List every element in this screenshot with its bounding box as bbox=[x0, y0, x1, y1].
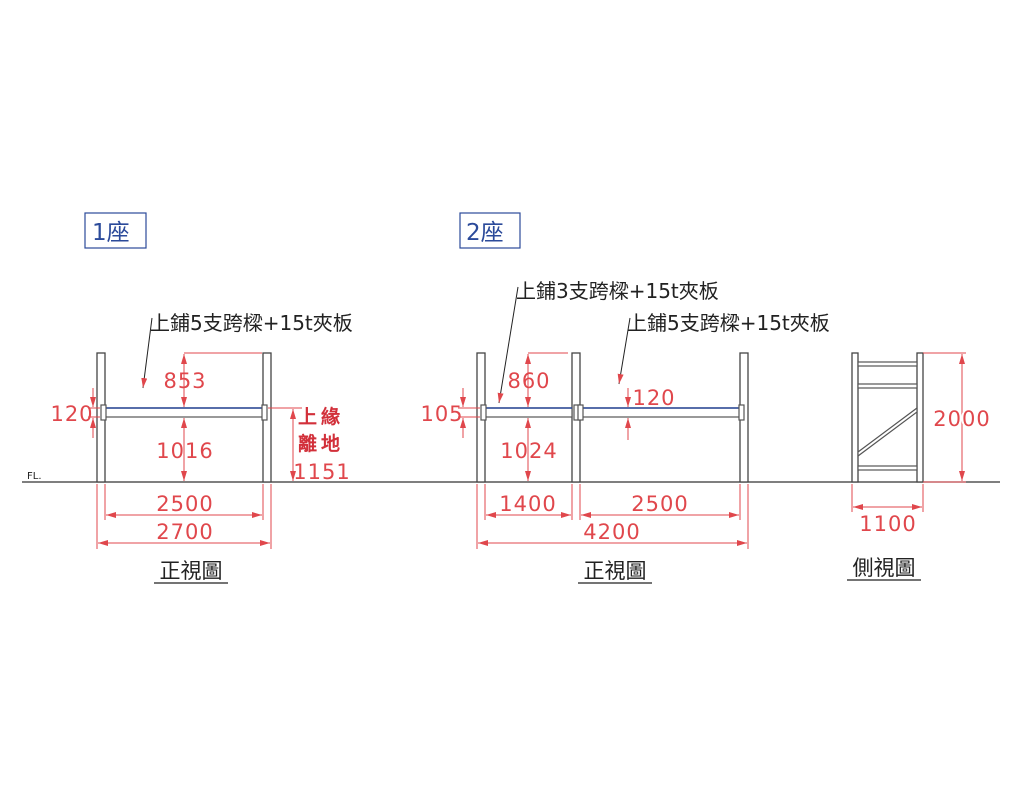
dim-beam-height: 120 bbox=[50, 402, 93, 426]
section-2-view-label: 正視圖 bbox=[584, 559, 647, 583]
brace bbox=[857, 465, 918, 471]
leader-line bbox=[497, 286, 519, 404]
section-1-title-box bbox=[84, 212, 147, 249]
post bbox=[851, 352, 859, 483]
section-1-front-view: 1座 上鋪5支跨樑+15t夾板 853 1016 120 上緣 離地 1151 … bbox=[50, 212, 353, 584]
section-1-note: 上鋪5支跨樑+15t夾板 bbox=[150, 311, 353, 335]
edge-label-line1: 上緣 bbox=[298, 405, 344, 428]
brace bbox=[857, 361, 918, 367]
dim-left-width: 1400 bbox=[499, 492, 556, 516]
dim-outer-width: 2700 bbox=[156, 520, 213, 544]
post bbox=[916, 352, 924, 483]
section-1-view-label: 正視圖 bbox=[160, 559, 223, 583]
leader-line bbox=[617, 317, 631, 385]
side-view-label: 側視圖 bbox=[853, 556, 916, 580]
dim-beam-height-right: 120 bbox=[632, 386, 675, 410]
section-2-title-box bbox=[459, 212, 521, 249]
section-2-title: 2座 bbox=[466, 220, 504, 246]
dim-outer-width: 4200 bbox=[583, 520, 640, 544]
dim-beam-height-left: 105 bbox=[420, 402, 463, 426]
dim-depth: 1100 bbox=[859, 512, 916, 536]
leader-line bbox=[141, 317, 153, 389]
section-2-note-right: 上鋪5支跨樑+15t夾板 bbox=[627, 311, 830, 335]
diagonal-brace bbox=[857, 406, 918, 458]
section-1-title: 1座 bbox=[92, 220, 130, 246]
section-2-front-view: 2座 上鋪3支跨樑+15t夾板 上鋪5支跨樑+15t夾板 860 1024 10… bbox=[420, 212, 830, 584]
dim-right-width: 2500 bbox=[631, 492, 688, 516]
dim-below: 1016 bbox=[156, 439, 213, 463]
brace bbox=[857, 383, 918, 389]
dim-height: 2000 bbox=[933, 407, 990, 431]
dim-edge-height: 1151 bbox=[293, 460, 350, 484]
side-view: 2000 1100 側視圖 bbox=[847, 352, 992, 581]
section-2-note-left: 上鋪3支跨樑+15t夾板 bbox=[516, 279, 719, 303]
dim-above: 853 bbox=[163, 369, 206, 393]
edge-label-line2: 離地 bbox=[298, 432, 344, 455]
floor-label: FL. bbox=[27, 471, 42, 482]
dim-inner-width: 2500 bbox=[156, 492, 213, 516]
beam bbox=[104, 407, 264, 418]
beam bbox=[484, 407, 573, 418]
dim-below: 1024 bbox=[500, 439, 557, 463]
dim-above: 860 bbox=[507, 369, 550, 393]
